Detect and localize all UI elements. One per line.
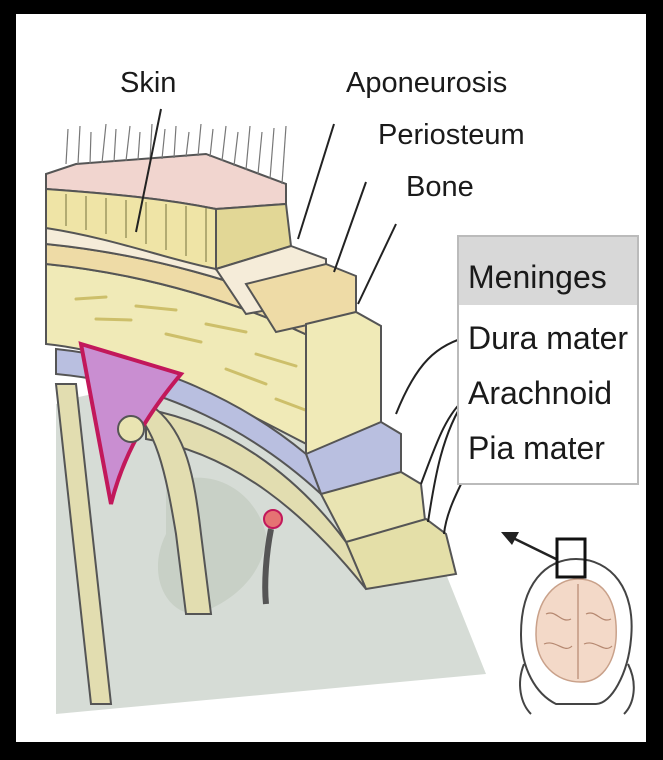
label-pia-mater: Pia mater [468, 430, 605, 466]
label-meninges: Meninges [468, 259, 607, 295]
arachnoid-granulation [118, 416, 144, 442]
diagram-panel: Skin Aponeurosis Periosteum Bone Meninge… [16, 14, 646, 742]
label-aponeurosis: Aponeurosis [346, 67, 507, 99]
blood-vessel [264, 510, 282, 528]
label-bone: Bone [406, 171, 474, 203]
head-locator-icon [520, 539, 634, 714]
label-periosteum: Periosteum [378, 119, 525, 151]
scalp-meninges-diagram: Skin Aponeurosis Periosteum Bone Meninge… [16, 14, 646, 742]
arrow-icon [501, 532, 556, 559]
label-dura-mater: Dura mater [468, 320, 628, 356]
label-skin: Skin [120, 67, 176, 99]
label-arachnoid: Arachnoid [468, 375, 612, 411]
